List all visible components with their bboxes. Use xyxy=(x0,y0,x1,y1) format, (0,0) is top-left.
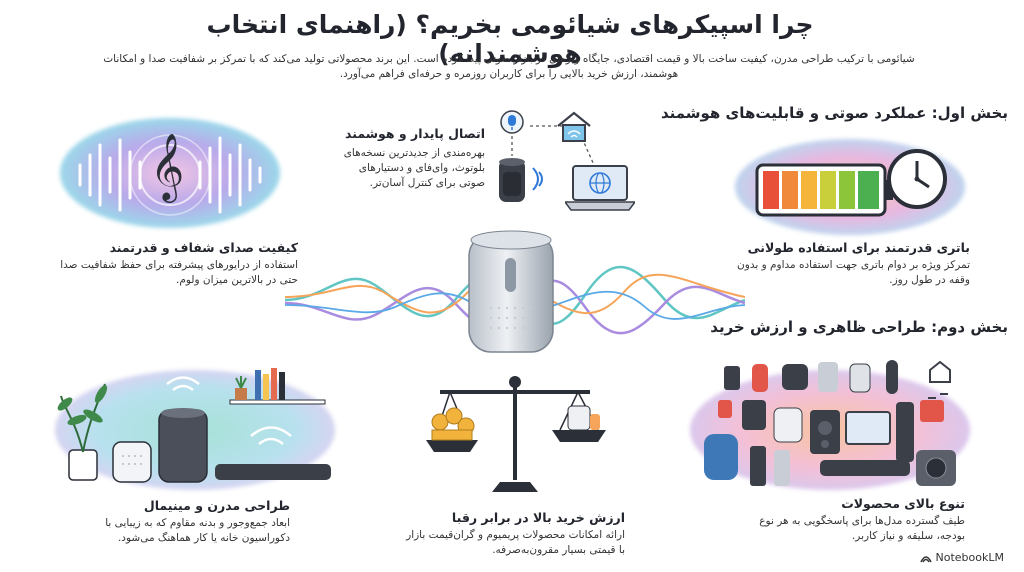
notebooklm-icon xyxy=(919,555,932,562)
feature-battery-desc: تمرکز ویژه بر دوام باتری جهت استفاده مدا… xyxy=(737,259,970,286)
feature-sound-title: کیفیت صدای شفاف و قدرتمند xyxy=(109,240,298,255)
battery-illustration xyxy=(735,135,965,235)
feature-connect-title: اتصال پایدار و هوشمند xyxy=(345,126,485,141)
clock-icon xyxy=(887,149,947,209)
notebooklm-logo: NotebookLM xyxy=(919,551,1004,564)
feature-variety-title: تنوع بالای محصولات xyxy=(841,496,965,511)
feature-design-desc: ابعاد جمع‌وجور و بدنه مقاوم که به زیبایی… xyxy=(105,517,290,544)
laptop-icon xyxy=(565,165,635,211)
scale-illustration xyxy=(426,376,606,492)
logo-text: NotebookLM xyxy=(935,551,1004,564)
treble-clef-icon: 𝄞 xyxy=(150,132,185,200)
wifi-icon xyxy=(532,167,543,191)
smart-speaker-icon xyxy=(499,158,525,202)
feature-connect-desc: بهره‌مندی از جدیدترین نسخه‌های بلوتوث، و… xyxy=(343,147,485,189)
coins-icon xyxy=(431,407,475,441)
connectivity-illustration xyxy=(490,108,650,218)
plant-icon xyxy=(57,383,108,481)
section-part2-heading: بخش دوم: طراحی ظاهری و ارزش خرید xyxy=(710,318,1008,336)
main-speaker-icon xyxy=(468,230,554,353)
intro-paragraph: شیائومی با ترکیب طراحی مدرن، کیفیت ساخت … xyxy=(103,53,915,80)
feature-value-desc: ارائه امکانات محصولات پریمیوم و گران‌قیم… xyxy=(406,529,625,556)
feature-battery-title: باتری قدرتمند برای استفاده طولانی xyxy=(747,240,970,255)
soundwave-icon xyxy=(78,134,262,216)
feature-variety-desc: طیف گسترده مدل‌ها برای پاسخگویی به هر نو… xyxy=(759,515,965,542)
page-title: چرا اسپیکرهای شیائومی بخریم؟ (راهنمای ان… xyxy=(206,10,814,68)
feature-value-title: ارزش خرید بالا در برابر رقبا xyxy=(451,510,625,525)
variety-illustration xyxy=(690,350,970,490)
section-part1-heading: بخش اول: عملکرد صوتی و قابلیت‌های هوشمند xyxy=(660,104,1008,122)
feature-design-title: طراحی مدرن و مینیمال xyxy=(143,498,290,513)
design-illustration xyxy=(55,360,335,490)
feature-sound-desc: استفاده از درایورهای پیشرفته برای حفظ شف… xyxy=(60,259,298,286)
home-icon xyxy=(557,111,591,142)
sound-illustration: 𝄞 xyxy=(50,110,290,230)
